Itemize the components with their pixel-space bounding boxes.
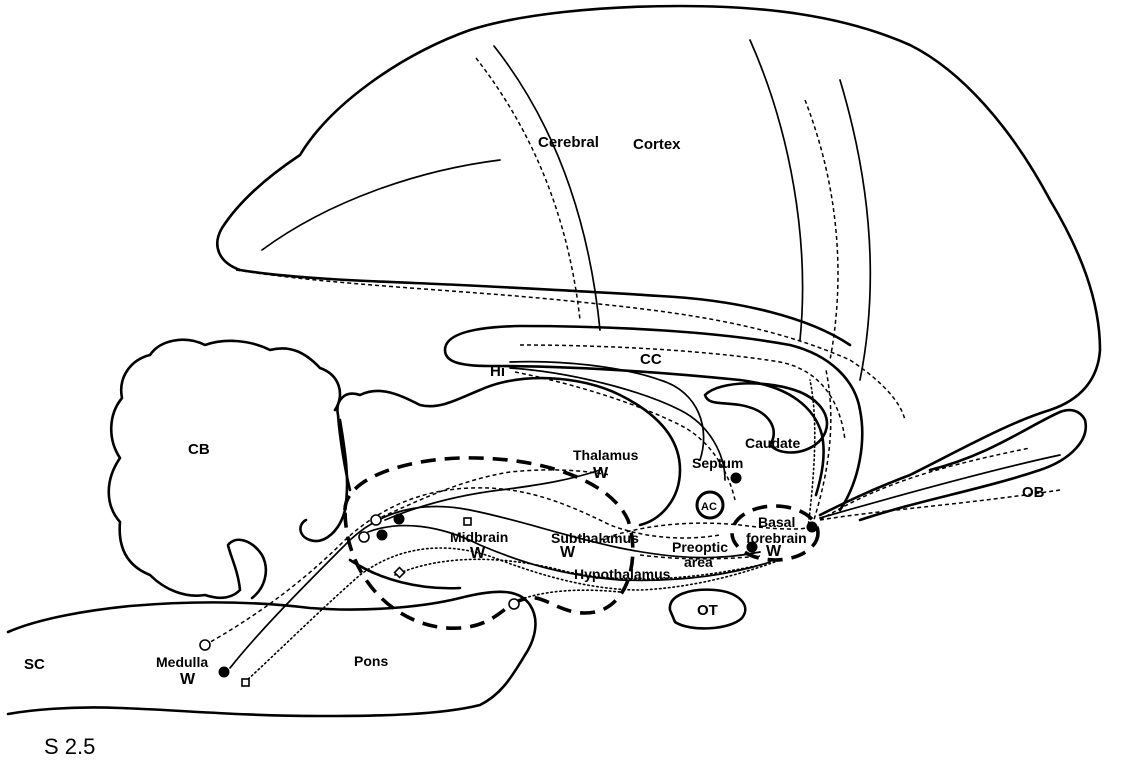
open-marker (509, 599, 519, 609)
brainstem-outline (8, 592, 535, 716)
label-medulla: Medulla (156, 654, 208, 670)
fornix-dashed (515, 372, 735, 500)
filled-marker (807, 522, 818, 533)
label-area: area (684, 554, 713, 570)
cerebellum (109, 340, 340, 598)
label-pons: Pons (354, 653, 388, 669)
label-hi: Hi (490, 363, 505, 380)
square-marker (242, 679, 249, 686)
filled-marker (219, 667, 230, 678)
open-marker (371, 515, 381, 525)
sulcus-line (750, 40, 803, 340)
w-mark-subthalamus: W (560, 544, 576, 561)
w-mark-thalamus: W (593, 465, 609, 482)
label-ot: OT (697, 602, 718, 619)
cerebral-cortex-outline (217, 6, 1100, 515)
label-basal: Basal (758, 514, 795, 530)
pons-upper (350, 560, 460, 588)
stage-label: S 2.5 (44, 734, 95, 759)
label-cortex: Cortex (633, 136, 681, 153)
label-sc: SC (24, 656, 45, 673)
label-preoptic: Preoptic (672, 539, 728, 555)
label-caudate: Caudate (745, 435, 800, 451)
w-mark-midbrain: W (470, 545, 486, 562)
filled-marker (377, 530, 388, 541)
sulcus-line (262, 160, 500, 250)
sulcus-line (805, 100, 838, 360)
w-mark-medulla: W (180, 671, 196, 688)
filled-marker (731, 473, 742, 484)
square-marker (464, 518, 471, 525)
open-marker (200, 640, 210, 650)
label-midbrain: Midbrain (450, 529, 508, 545)
label-hypothalamus: Hypothalamus (574, 566, 671, 582)
label-cc: CC (640, 351, 662, 368)
label-cb: CB (188, 441, 210, 458)
label-ob: OB (1022, 484, 1045, 501)
filled-marker (394, 514, 405, 525)
sulcus-line (840, 80, 870, 380)
label-cerebral: Cerebral (538, 134, 599, 151)
w-mark-basal-forebrain: W (766, 543, 782, 560)
square-marker (395, 568, 405, 578)
pathway-line (385, 470, 600, 520)
open-marker (359, 532, 369, 542)
pathway-line (808, 380, 815, 528)
label-septum: Septum (692, 455, 743, 471)
label-ac: AC (701, 501, 717, 513)
olfactory-bulb (860, 410, 1086, 520)
label-thalamus: Thalamus (573, 447, 639, 463)
